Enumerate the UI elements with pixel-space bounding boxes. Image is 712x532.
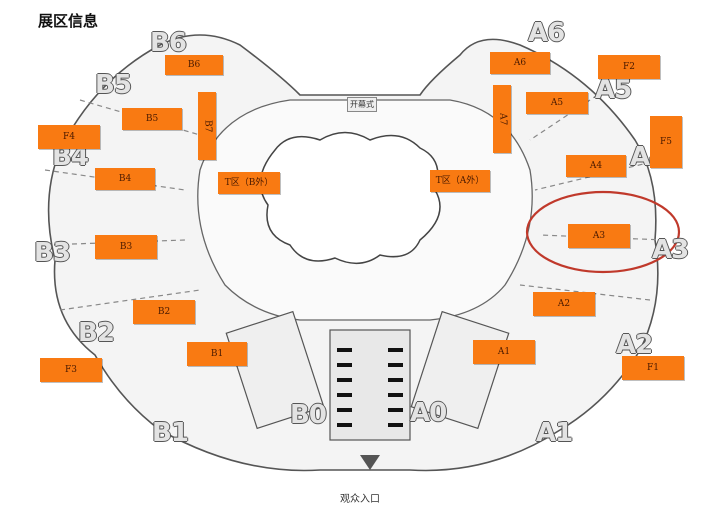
zone-letter-b2: B2 — [78, 318, 115, 348]
booth-b5[interactable]: B5 — [122, 108, 182, 130]
page-title: 展区信息 — [38, 12, 99, 30]
booth-b2[interactable]: B2 — [133, 300, 195, 324]
booth-f4[interactable]: F4 — [38, 125, 100, 149]
booth-a1[interactable]: A1 — [473, 340, 535, 364]
booth-b1[interactable]: B1 — [187, 342, 247, 366]
booth-t-right[interactable]: T区（A外） — [430, 170, 490, 192]
booth-a6[interactable]: A6 — [490, 52, 550, 74]
entrance-stairs — [337, 348, 403, 427]
zone-letter-b6: B6 — [150, 28, 187, 58]
zone-letter-b3: B3 — [34, 238, 71, 268]
zone-letter-b5: B5 — [95, 70, 132, 100]
booth-a5[interactable]: A5 — [526, 92, 588, 114]
highlight-ring — [525, 190, 681, 274]
central-atrium — [259, 131, 441, 264]
booth-a7[interactable]: A7 — [493, 85, 511, 153]
booth-b7[interactable]: B7 — [198, 92, 216, 160]
booth-a2[interactable]: A2 — [533, 292, 595, 316]
zone-letter-b1: B1 — [152, 418, 189, 448]
booth-f5[interactable]: F5 — [650, 116, 682, 168]
booth-f2[interactable]: F2 — [598, 55, 660, 79]
zone-letter-a3: A3 — [652, 235, 689, 265]
zone-letter-a0: A0 — [410, 398, 447, 428]
booth-t-left[interactable]: T区（B外） — [218, 172, 280, 194]
entrance-arrow-icon — [360, 455, 380, 470]
booth-b3[interactable]: B3 — [95, 235, 157, 259]
booth-a4[interactable]: A4 — [566, 155, 626, 177]
booth-a3[interactable]: A3 — [568, 224, 630, 248]
zone-letter-a1: A1 — [536, 418, 573, 448]
booth-f1[interactable]: F1 — [622, 356, 684, 380]
entrance-label: 观众入口 — [340, 494, 380, 505]
booth-b6[interactable]: B6 — [165, 55, 223, 75]
zone-letter-a2: A2 — [616, 330, 653, 360]
booth-f3[interactable]: F3 — [40, 358, 102, 382]
zone-letter-b0: B0 — [290, 400, 327, 430]
center-sign: 开幕式 — [347, 97, 377, 112]
booth-b4[interactable]: B4 — [95, 168, 155, 190]
left-entrance-block — [225, 310, 325, 430]
zone-letter-a6: A6 — [528, 18, 565, 48]
zone-letter-a5: A5 — [595, 75, 632, 105]
